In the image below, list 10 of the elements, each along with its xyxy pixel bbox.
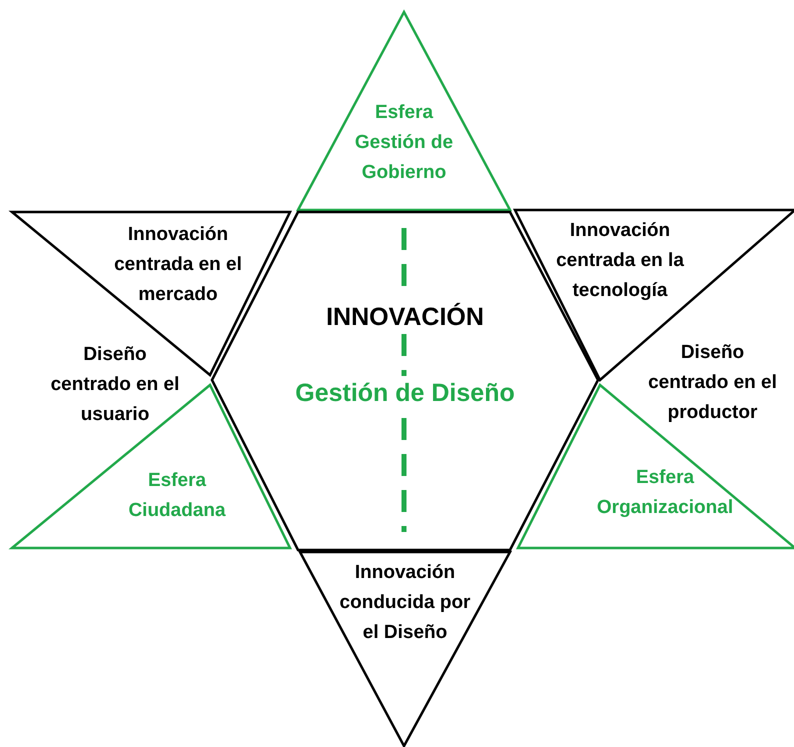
triangle-label: Innovación centrada en la tecnología xyxy=(555,219,685,303)
side-label: Diseño centrado en el productor xyxy=(647,341,778,425)
triangle xyxy=(298,12,510,210)
triangle-label: Esfera Organizacional xyxy=(596,466,734,520)
center-title: INNOVACIÓN xyxy=(325,302,485,332)
triangle-label: Innovación centrada en el mercado xyxy=(113,223,243,307)
triangle-label: Innovación conducida por el Diseño xyxy=(338,561,472,645)
triangle-label: Esfera Gestión de Gobierno xyxy=(354,101,454,185)
inverted-triangle xyxy=(300,552,510,746)
center-subtitle: Gestión de Diseño xyxy=(294,378,516,408)
